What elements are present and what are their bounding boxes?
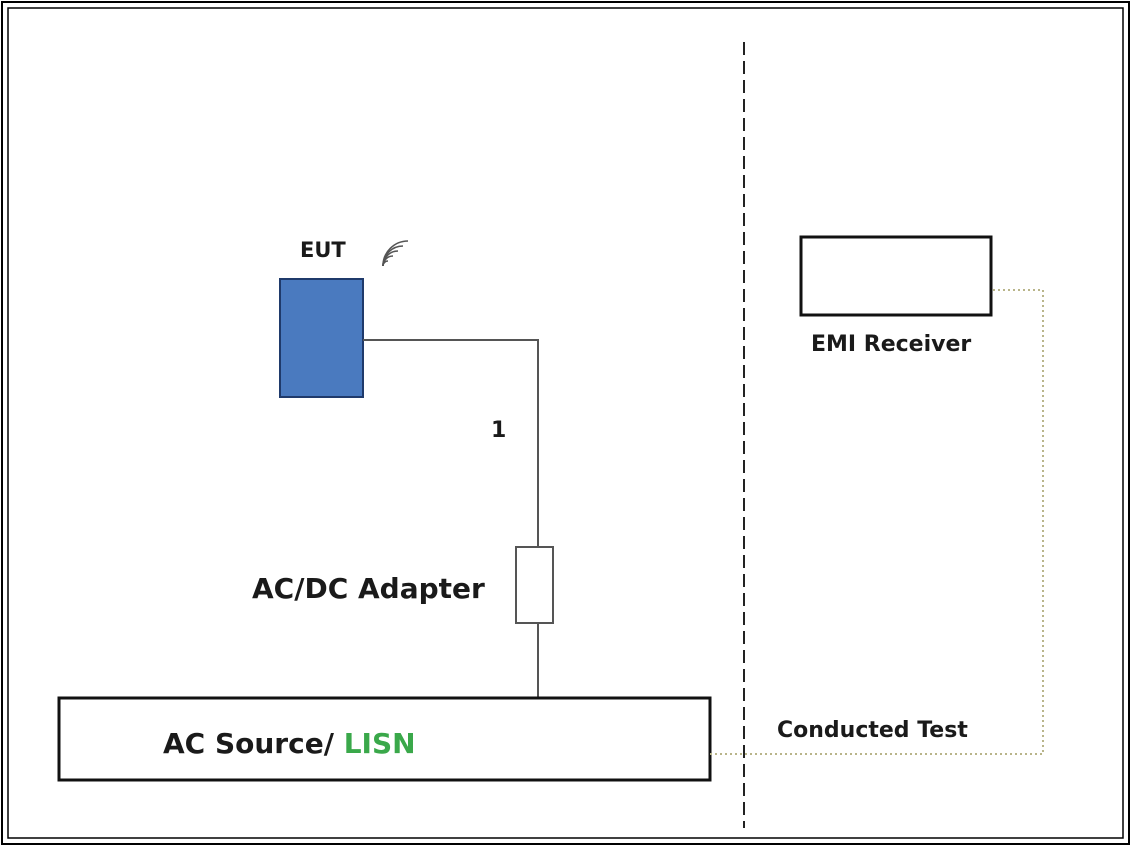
lisn-highlight-text: LISN <box>344 727 416 760</box>
source-prefix-text: AC Source/ <box>163 727 344 760</box>
wifi-signal-icon <box>382 240 409 267</box>
adapter-label: AC/DC Adapter <box>252 572 485 605</box>
emi-receiver-block <box>799 235 993 317</box>
adapter-block <box>515 546 554 624</box>
conducted-test-line <box>710 289 1044 755</box>
conducted-test-label: Conducted Test <box>777 718 968 743</box>
cable-number-label: 1 <box>491 418 506 443</box>
eut-block <box>279 278 364 398</box>
emi-receiver-label: EMI Receiver <box>811 332 971 357</box>
eut-cable <box>363 339 539 547</box>
lisn-block <box>57 696 712 782</box>
lisn-label: AC Source/ LISN <box>163 727 416 760</box>
eut-label: EUT <box>300 238 346 262</box>
inner-frame <box>7 7 1124 839</box>
